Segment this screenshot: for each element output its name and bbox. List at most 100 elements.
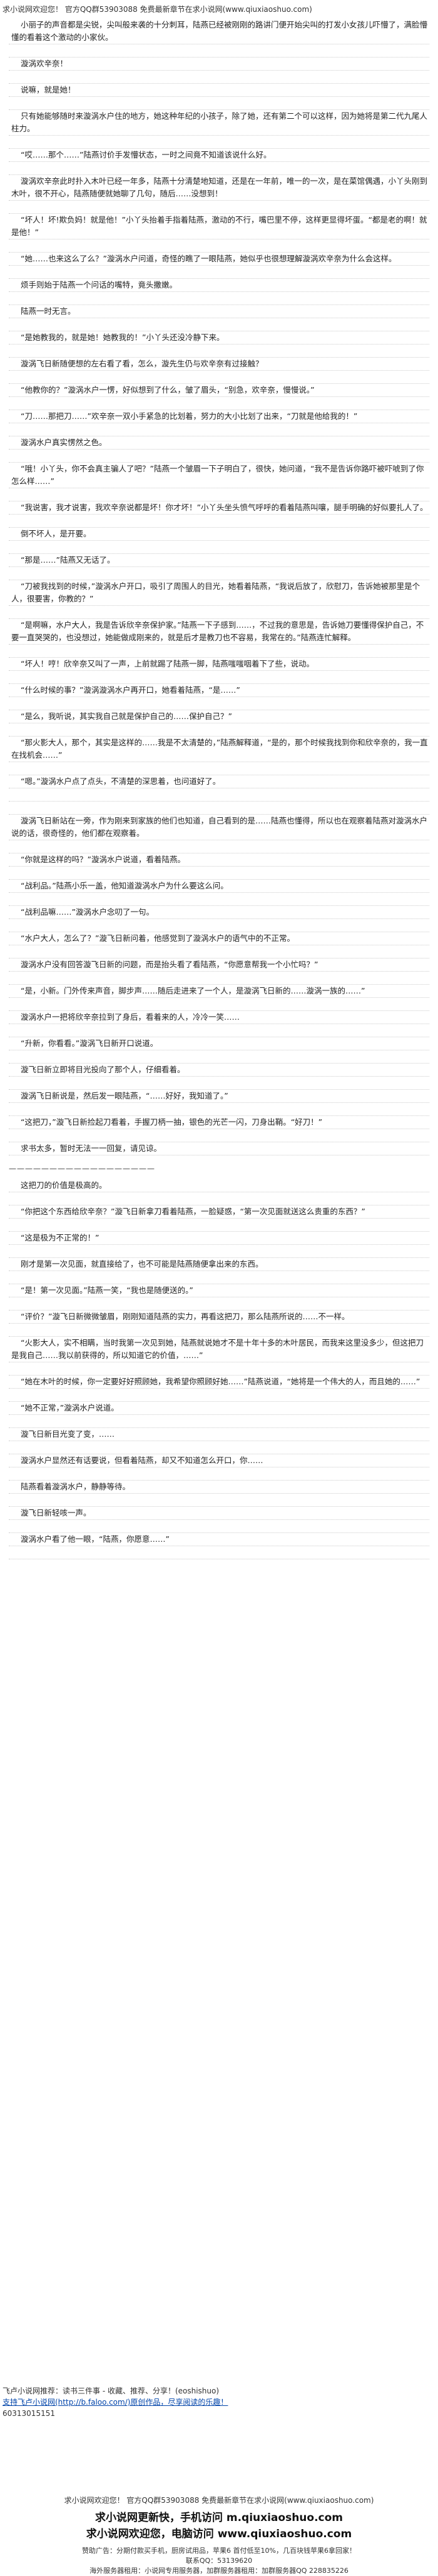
paragraph: “刀被我找到的时候，”漩涡水户开口，吸引了周围人的目光，她看着陆燕，“我说后放了… — [9, 580, 429, 606]
paragraph: “什么时候的事？”漩涡漩涡水户再开口，她看着陆燕，“是……” — [9, 684, 429, 697]
paragraph: “火影大人，实不相瞒，当时我第一次见到她，陆燕就说她才不是十年十多的木叶居民，而… — [9, 1337, 429, 1362]
blank-line — [9, 893, 429, 906]
author-note: 求书太多，暂时无法一一回复，请见谅。 — [9, 1142, 429, 1155]
blank-line — [9, 371, 429, 384]
paragraph-text: “是啊嘛，水户大人，我是告诉欣辛奈保护家。”陆燕一下子感到……，不过我的意思是，… — [11, 620, 424, 642]
blank-line — [9, 136, 429, 149]
blank-line — [9, 606, 429, 619]
blank-line — [9, 1192, 429, 1205]
paragraph: 漩飞日新立即将目光投向了那个人，仔细看着。 — [9, 1064, 429, 1077]
blank-line — [9, 972, 429, 985]
paragraph: “是啊嘛，水户大人，我是告诉欣辛奈保护家。”陆燕一下子感到……，不过我的意思是，… — [9, 619, 429, 645]
tail-number: 60313015151 — [3, 2409, 55, 2418]
paragraph-text: “水户大人，怎么了？”漩飞日新问着，他感觉到了漩涡水户的语气中的不正常。 — [21, 933, 295, 943]
paragraph-text: 漩涡水户没有回答漩飞日新的问题，而是抬头看了看陆燕，“你愿意帮我一个小忙吗？” — [21, 960, 318, 969]
paragraph: “这是极为不正常的！” — [9, 1232, 429, 1245]
footer-desktop-link[interactable]: 求小说网欢迎您，电脑访问 www.qiuxiaoshuo.com — [86, 2528, 352, 2540]
paragraph: 倒不坏人，是开要。 — [9, 528, 429, 541]
blank-line — [9, 71, 429, 84]
paragraph: “他教你的？”漩涡水户一愣，好似想到了什么，皱了眉头，“别急，欢辛奈，慢慢说。” — [9, 384, 429, 397]
paragraph: “坏人！坏!欺负妈！就是他！”小丫头抬着手指着陆燕，激动的不行，嘴巴里不停，这样… — [9, 214, 429, 239]
paragraph: “哦！小丫头，你不会真主骗人了吧？”陆燕一个皱眉一下子明白了，很快，她问道，“我… — [9, 463, 429, 488]
support-link[interactable]: 支持飞卢小说网(http://b.faloo.com/)原创作品，尽享阅读的乐趣… — [3, 2398, 228, 2407]
paragraph: “刀……那把刀……”欢辛奈一双小手紧急的比划着，努力的大小比划了出来，“刀就是他… — [9, 410, 429, 423]
blank-line — [9, 397, 429, 410]
blank-line — [9, 1103, 429, 1116]
paragraph: 漩涡水户一把将欣辛奈拉到了身后，看着来的人，冷冷一笑…… — [9, 1011, 429, 1024]
blank-line — [9, 919, 429, 932]
paragraph-text: 漩飞日新目光变了变，…… — [21, 1429, 115, 1439]
blank-line — [9, 697, 429, 710]
paragraph-text: 小丽子的声音都是尖锐，尖叫般来袭的十分刺耳，陆燕已经被刚刚的路讲门便开始尖叫的打… — [11, 20, 428, 42]
paragraph: “是！第一次见面。”陆燕一笑，“我也是随便送的。” — [9, 1284, 429, 1297]
blank-line — [9, 1494, 429, 1507]
paragraph-text: 只有她能够随时来漩涡水户住的地方，她这种年纪的小孩子，除了她，还有第二个可以这样… — [11, 111, 428, 133]
blank-line — [9, 867, 429, 880]
paragraph: “这把刀，”漩飞日新捡起刀看着，手握刀柄一抽，银色的光芒一闪，刀身出鞘。“好刀！… — [9, 1116, 429, 1129]
paragraph-group-a: 小丽子的声音都是尖锐，尖叫般来袭的十分刺耳，陆燕已经被刚刚的路讲门便开始尖叫的打… — [9, 19, 429, 802]
paragraph: “你把这个东西给欣辛奈？”漩飞日新拿刀看着陆燕，一脸疑惑，“第一次见面就送这么贵… — [9, 1205, 429, 1219]
blank-line — [9, 671, 429, 684]
blank-line — [9, 488, 429, 501]
paragraph-text: 漩涡飞日新随便想的左右看了看，怎么，漩先生仍与欢辛奈有过接触？ — [21, 359, 263, 368]
paragraph: 漩飞日新目光变了变，…… — [9, 1428, 429, 1441]
blank-line — [9, 1050, 429, 1064]
blank-line — [9, 97, 429, 110]
paragraph-text: “你就是这样的吗？”漩涡水户说道，看着陆燕。 — [21, 855, 185, 864]
chapter-body: 小丽子的声音都是尖锐，尖叫般来袭的十分刺耳，陆燕已经被刚刚的路讲门便开始尖叫的打… — [9, 19, 429, 1559]
blank-line — [9, 802, 429, 815]
paragraph: “坏人！哼！欣辛奈又叫了一声，上前就踢了陆燕一脚，陆燕嗤嗤咽着下了些，说动。 — [9, 658, 429, 671]
blank-line — [9, 1362, 429, 1376]
promo-text: 飞卢小说网推荐：读书三件事 - 收藏、推荐、分享！(eoshishuo) — [3, 2387, 220, 2395]
paragraph-text: 烦手则始于陆燕一个问话的嘴特，竟头撒嫩。 — [21, 280, 178, 289]
blank-line — [9, 998, 429, 1011]
paragraph-text: 陆燕看着漩涡水户，静静等待。 — [21, 1482, 131, 1491]
paragraph-text: “是！第一次见面。”陆燕一笑，“我也是随便送的。” — [21, 1285, 193, 1295]
paragraph-text: “他教你的？”漩涡水户一愣，好似想到了什么，皱了眉头，“别急，欢辛奈，慢慢说。” — [21, 385, 315, 395]
paragraph-text: “是，小新。门外传来声音，脚步声……随后走进来了一个人，是漩涡飞日新的……漩涡一… — [21, 986, 365, 995]
blank-line — [9, 1271, 429, 1284]
paragraph: 漩涡飞日新站在一旁，作为刚来到家族的他们也知道，自己看到的是……陆燕也懂得，所以… — [9, 815, 429, 840]
paragraph-text: 漩涡欢辛奈！ — [21, 59, 68, 68]
blank-line — [9, 762, 429, 775]
paragraph: “她在木叶的时候，你一定要好好照顾她，我希望你照顾好她……”陆燕说道，“她将是一… — [9, 1376, 429, 1389]
paragraph-text: 漩涡飞日新站在一旁，作为刚来到家族的他们也知道，自己看到的是……陆燕也懂得，所以… — [11, 816, 428, 838]
blank-line — [9, 788, 429, 802]
paragraph: 说嘛，就是她！ — [9, 84, 429, 97]
blank-line — [9, 1297, 429, 1311]
paragraph-text: “坏人！哼！欣辛奈又叫了一声，上前就踢了陆燕一脚，陆燕嗤嗤咽着下了些，说动。 — [21, 659, 314, 668]
footer-server-ad[interactable]: 海外服务器租用：小说网专用服务器，加群服务器租用：加群服务器QQ 2288352… — [89, 2567, 349, 2575]
paragraph: “战利品。”陆燕小乐一盖，他知道漩涡水户为什么要这么问。 — [9, 880, 429, 893]
paragraph: “哎……那个……”陆燕讨价手发懵状态，一时之间竟不知道该说什么好。 — [9, 149, 429, 162]
paragraph-group-c: 这把刀的价值是极高的。“你把这个东西给欣辛奈？”漩飞日新拿刀看着陆燕，一脸疑惑，… — [9, 1179, 429, 1559]
paragraph: 漩涡欢辛奈此时扑入木叶已经一年多，陆燕十分清楚地知道，还是在一年前，唯一的一次，… — [9, 175, 429, 201]
paragraph: “她……也来这么了么？”漩涡水户问道，奇怪的瞧了一眼陆燕，她似乎也很想理解漩涡欢… — [9, 253, 429, 266]
paragraph: 漩涡水户看了他一眼，“陆燕，你愿意……” — [9, 1533, 429, 1546]
paragraph-text: 漩飞日新轻咳一声。 — [21, 1508, 91, 1517]
paragraph: “是，小新。门外传来声音，脚步声……随后走进来了一个人，是漩涡飞日新的……漩涡一… — [9, 985, 429, 998]
blank-line — [9, 1520, 429, 1533]
paragraph: “我说害，我才说害，我欢辛奈说都是坏！你才坏！”小丫头坐头愤气呼呼的看着陆燕叫嚷… — [9, 501, 429, 515]
paragraph-text: 漩涡水户一把将欣辛奈拉到了身后，看着来的人，冷冷一笑…… — [21, 1012, 240, 1022]
footer-mobile-link[interactable]: 求小说网更新快，手机访问 m.qiuxiaoshuo.com — [94, 2512, 344, 2524]
blank-line — [9, 840, 429, 853]
top-notice-bar: 求小说网欢迎您！ 官方QQ群53903088 免费最新章节在求小说网(www.q… — [0, 0, 438, 18]
paragraph-text: “战利品。”陆燕小乐一盖，他知道漩涡水户为什么要这么问。 — [21, 881, 228, 890]
paragraph-text: “这是极为不正常的！” — [21, 1233, 99, 1242]
paragraph: 陆燕一时无言。 — [9, 305, 429, 318]
paragraph-text: “是么，我听说，其实我自己就是保护自己的……保护自己？” — [21, 712, 232, 721]
paragraph: 只有她能够随时来漩涡水户住的地方，她这种年纪的小孩子，除了她，还有第二个可以这样… — [9, 110, 429, 136]
blank-line — [9, 1324, 429, 1337]
paragraph-text: “战利品嘛……”漩涡水户念叨了一句。 — [21, 907, 154, 917]
blank-line — [9, 318, 429, 331]
paragraph-text: “我说害，我才说害，我欢辛奈说都是坏！你才坏！”小丫头坐头愤气呼呼的看着陆燕叫嚷… — [21, 503, 428, 512]
paragraph: 漩涡飞日新说是，然后发一眼陆燕，“……好好，我知道了。” — [9, 1090, 429, 1103]
footer-notice: 求小说网欢迎您！ 官方QQ群53903088 免费最新章节在求小说网(www.q… — [64, 2496, 374, 2505]
paragraph: 漩涡飞日新随便想的左右看了看，怎么，漩先生仍与欢辛奈有过接触？ — [9, 358, 429, 371]
blank-line — [9, 44, 429, 58]
paragraph-text: “她在木叶的时候，你一定要好好照顾她，我希望你照顾好她……”陆燕说道，“她将是一… — [21, 1377, 420, 1386]
footer-ad[interactable]: 赞助广告：分期付款买手机，厨房试用品，苹果6 首付低至10%，几百块钱苹果6拿回… — [82, 2547, 356, 2555]
paragraph-text: “什么时候的事？”漩涡漩涡水户再开口，她看着陆燕，“是……” — [21, 685, 240, 695]
blank-line — [9, 723, 429, 737]
paragraph-text: 漩涡欢辛奈此时扑入木叶已经一年多，陆燕十分清楚地知道，还是在一年前，唯一的一次，… — [11, 176, 428, 198]
